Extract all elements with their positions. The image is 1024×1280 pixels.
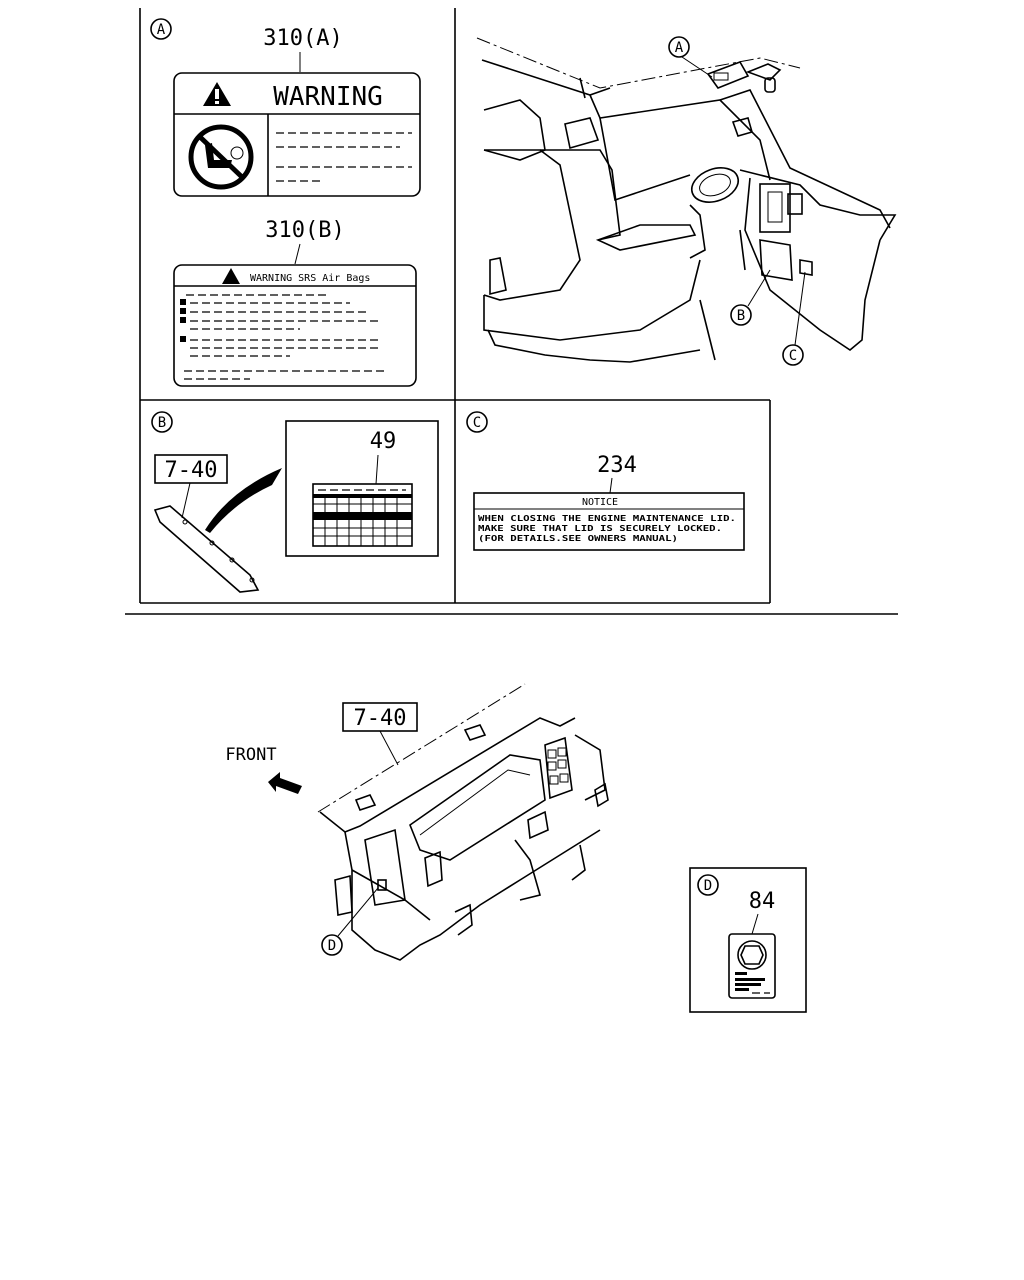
panel-d-marker xyxy=(697,874,719,896)
front-direction-label: FRONT xyxy=(225,745,276,765)
cab-callout-b: B xyxy=(737,308,745,324)
panel-a: A 310(A) WARNING 310(B) xyxy=(150,18,421,387)
panel-d-letter: D xyxy=(704,878,712,894)
label-310a-ref: 310(A) xyxy=(263,26,342,51)
label-84-ref: 84 xyxy=(749,889,776,914)
label-310a: WARNING xyxy=(173,72,421,197)
notice-line-1: WHEN CLOSING THE ENGINE MAINTENANCE LID. xyxy=(478,514,736,523)
label-234-ref: 234 xyxy=(597,453,637,478)
label-310a-title: WARNING xyxy=(273,82,383,112)
panel-b-letter: B xyxy=(158,415,166,431)
panel-b: B 7-40 49 xyxy=(151,411,439,593)
trim-panel xyxy=(153,505,260,593)
cab-callout-b-marker xyxy=(730,304,752,326)
notice-title: NOTICE xyxy=(582,497,618,508)
cab-interior-drawing: A B C xyxy=(476,36,897,366)
cab-callout-c-marker xyxy=(782,344,804,366)
cab-callout-c: C xyxy=(789,348,797,364)
label-84 xyxy=(728,933,776,999)
cab-callout-a-marker xyxy=(668,36,690,58)
panel-a-letter: A xyxy=(157,22,166,38)
panel-c-marker xyxy=(466,411,488,433)
notice-label-234: NOTICE WHEN CLOSING THE ENGINE MAINTENAN… xyxy=(473,492,745,551)
panel-c-letter: C xyxy=(473,415,481,431)
panel-b-part-ref: 7-40 xyxy=(165,458,218,483)
part-ref-box xyxy=(154,454,228,484)
notice-line-2: MAKE SURE THAT LID IS SECURELY LOCKED. xyxy=(478,524,722,533)
front-arrow-icon xyxy=(268,772,302,794)
notice-line-3: (FOR DETAILS.SEE OWNERS MANUAL) xyxy=(478,534,678,543)
label-49-ref: 49 xyxy=(370,429,397,454)
label-310b-title: WARNING SRS Air Bags xyxy=(250,273,370,284)
dashboard-drawing: 7-40 FRONT D xyxy=(225,683,609,961)
cab-callout-a: A xyxy=(675,40,684,56)
dashboard-callout-d-marker xyxy=(321,934,343,956)
no-child-seat-icon xyxy=(188,124,254,190)
panel-c: C 234 NOTICE WHEN CLOSING THE ENGINE MAI… xyxy=(466,411,745,551)
panel-d: D 84 xyxy=(689,867,807,1013)
label-310b-ref: 310(B) xyxy=(265,218,344,243)
dashboard-callout-d: D xyxy=(328,938,336,954)
warning-triangle-icon xyxy=(222,268,240,284)
panel-a-marker xyxy=(150,18,172,40)
pointer-arrow xyxy=(205,468,282,533)
label-49 xyxy=(312,483,413,547)
panel-b-marker xyxy=(151,411,173,433)
label-49-inset xyxy=(285,420,439,557)
label-310b: WARNING SRS Air Bags xyxy=(173,264,417,387)
dashboard-part-ref: 7-40 xyxy=(354,706,407,731)
panel-frames xyxy=(125,8,898,615)
